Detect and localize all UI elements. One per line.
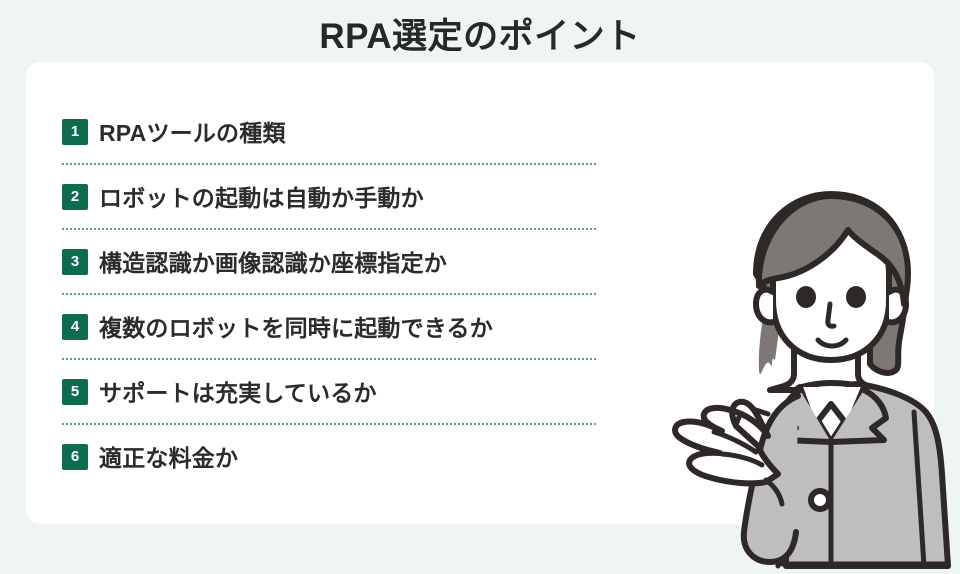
list-item-number-badge: 4 <box>62 314 88 340</box>
points-list: 1 RPAツールの種類 2 ロボットの起動は自動か手動か 3 構造認識か画像認識… <box>62 100 596 490</box>
list-item-label: 複数のロボットを同時に起動できるか <box>99 314 493 341</box>
content-card: 1 RPAツールの種類 2 ロボットの起動は自動か手動か 3 構造認識か画像認識… <box>26 62 951 569</box>
list-item-separator <box>62 423 596 425</box>
list-item-separator <box>62 163 596 165</box>
list-item-label: RPAツールの種類 <box>99 119 286 146</box>
list-item[interactable]: 4 複数のロボットを同時に起動できるか <box>62 295 596 360</box>
list-item-label: サポートは充実しているか <box>99 379 377 406</box>
list-item-separator <box>62 293 596 295</box>
page-title: RPA選定のポイント <box>319 17 641 56</box>
list-item-number-badge: 2 <box>62 184 88 210</box>
list-item-label: 構造認識か画像認識か座標指定か <box>99 249 447 276</box>
list-item-number-badge: 6 <box>62 444 88 470</box>
list-item-number-badge: 1 <box>62 119 88 145</box>
list-item[interactable]: 2 ロボットの起動は自動か手動か <box>62 165 596 230</box>
businesswoman-presenting-icon <box>618 174 958 574</box>
list-item-separator <box>62 358 596 360</box>
list-item[interactable]: 5 サポートは充実しているか <box>62 360 596 425</box>
list-item-number-badge: 5 <box>62 379 88 405</box>
list-item[interactable]: 6 適正な料金か <box>62 425 592 490</box>
list-item-label: ロボットの起動は自動か手動か <box>99 184 424 211</box>
list-item-separator <box>62 228 596 230</box>
list-item-number-badge: 3 <box>62 249 88 275</box>
list-item-label: 適正な料金か <box>99 444 239 471</box>
list-item[interactable]: 3 構造認識か画像認識か座標指定か <box>62 230 596 295</box>
slide-root: RPA選定のポイント 1 RPAツールの種類 2 ロボットの起動は自動か手動か … <box>26 17 951 569</box>
list-item[interactable]: 1 RPAツールの種類 <box>62 100 596 165</box>
